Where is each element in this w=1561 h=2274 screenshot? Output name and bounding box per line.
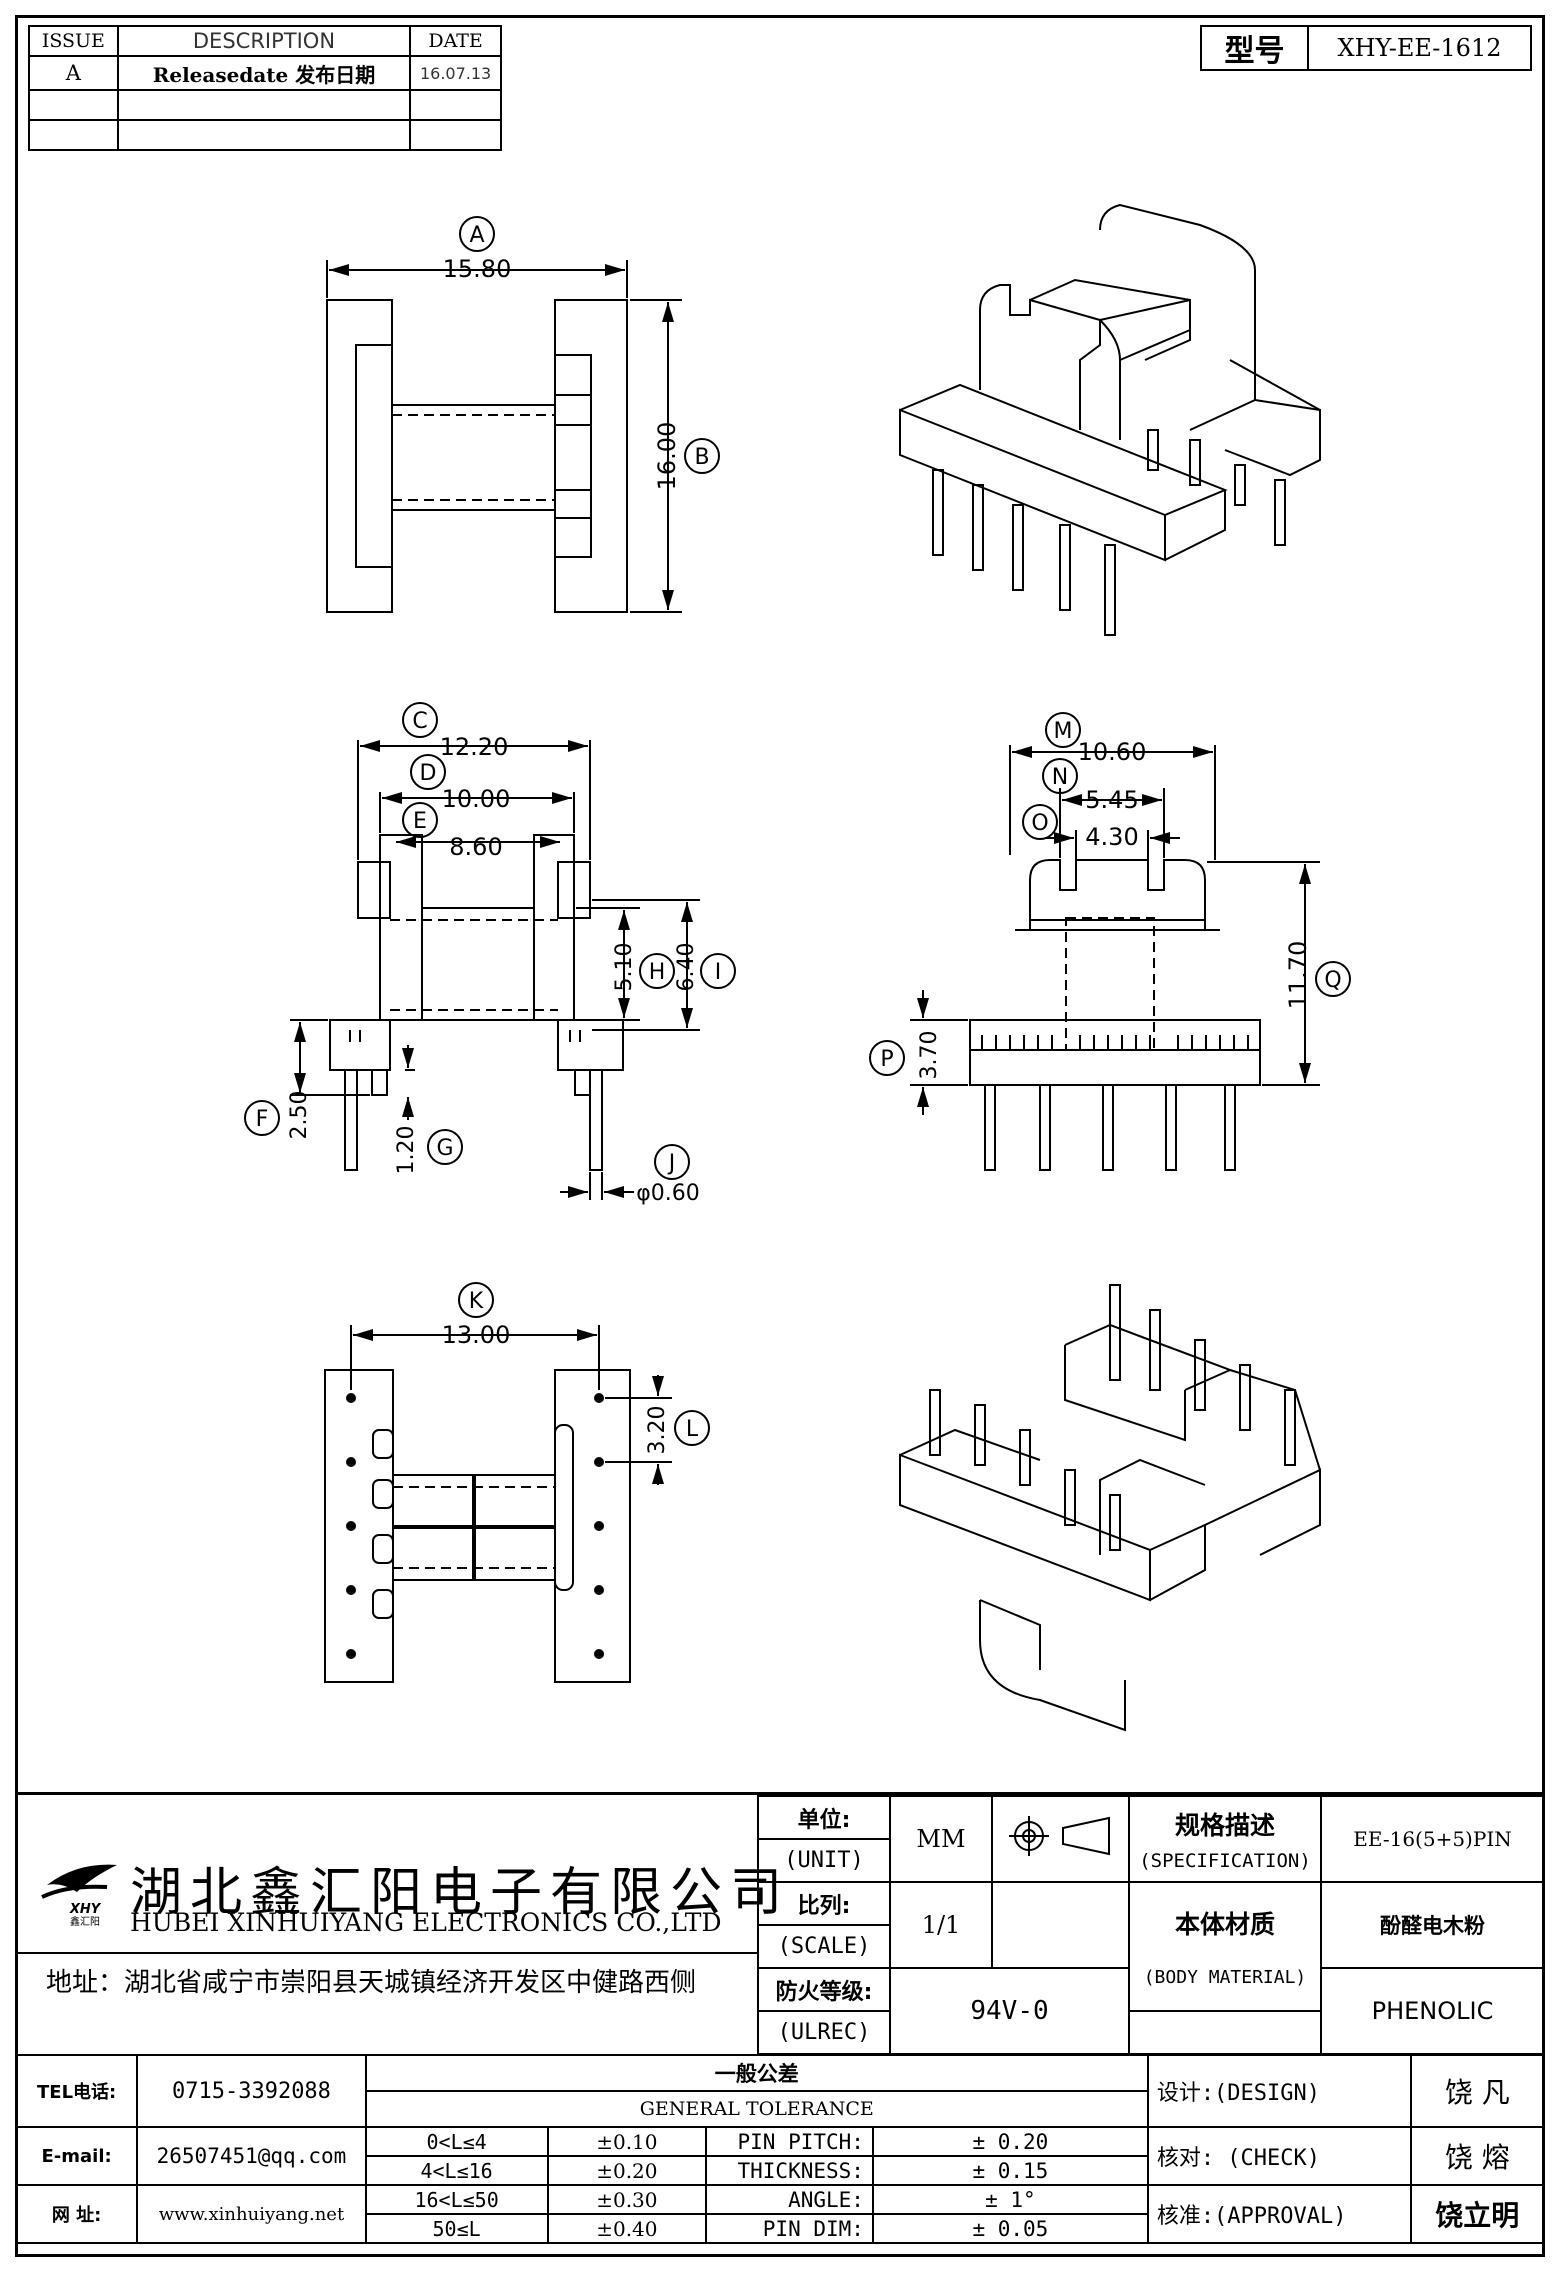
param-name: ANGLE: <box>705 2184 874 2215</box>
param-name: THICKNESS: <box>705 2155 874 2186</box>
ulrec-label-cn: 防火等级: <box>757 1967 891 2012</box>
top-view <box>326 260 682 613</box>
tel-value: 0715-3392088 <box>136 2054 367 2128</box>
tel-label: TEL电话: <box>14 2054 139 2128</box>
web-label: 网 址: <box>14 2184 139 2244</box>
material-label-cn: 本体材质 <box>1174 1910 1275 1939</box>
scale-label-cn: 比列: <box>757 1881 891 1926</box>
design-name: 饶 凡 <box>1409 2054 1546 2128</box>
tol-value: ±0.40 <box>546 2213 708 2244</box>
date-header: DATE <box>409 25 502 57</box>
tolerance-title-cn: 一般公差 <box>364 2054 1149 2092</box>
blank-cell <box>991 1881 1130 1968</box>
date-cell <box>409 89 502 121</box>
email-value: 26507451@qq.com <box>136 2126 367 2186</box>
description-header: DESCRIPTION <box>116 25 412 57</box>
web-value: www.xinhuiyang.net <box>136 2184 367 2244</box>
material-value-en: PHENOLIC <box>1320 1967 1545 2055</box>
spec-table: 单位: MM 规格描述 (SPECIFICATION) EE-16(5+5)PI… <box>757 1795 1545 2055</box>
isometric-view-top <box>899 203 1321 636</box>
logo-text: XHY <box>69 1902 102 1917</box>
description-cell <box>116 89 412 121</box>
side-view <box>910 745 1320 1171</box>
scale-label-en: (SCALE) <box>757 1924 891 1969</box>
drawing-frame <box>15 15 1545 2257</box>
tol-range: 16<L≤50 <box>364 2184 549 2215</box>
tol-range: 4<L≤16 <box>364 2155 549 2186</box>
description-cell <box>116 119 412 151</box>
tol-range: 50≤L <box>364 2213 549 2244</box>
unit-value: MM <box>889 1795 993 1883</box>
check-name: 饶 熔 <box>1409 2126 1546 2186</box>
bottom-table: TEL电话: 0715-3392088 一般公差 设计:(DESIGN) 饶 凡… <box>14 2054 1546 2244</box>
company-address: 地址：湖北省咸宁市崇阳县天城镇经济开发区中健路西侧 <box>46 1968 697 1998</box>
issue-cell <box>28 89 119 121</box>
front-view <box>290 740 700 1200</box>
bottom-view <box>324 1325 672 1683</box>
tol-value: ±0.30 <box>546 2184 708 2215</box>
param-name: PIN DIM: <box>705 2213 874 2244</box>
spec-label-cn: 规格描述 <box>1174 1811 1275 1840</box>
model-box: 型号 XHY-EE-1612 <box>1200 25 1532 71</box>
param-name: PIN PITCH: <box>705 2126 874 2157</box>
tol-value: ±0.20 <box>546 2155 708 2186</box>
param-value: ± 1° <box>871 2184 1149 2215</box>
date-cell: 16.07.13 <box>409 55 502 91</box>
issue-cell <box>28 119 119 151</box>
param-value: ± 0.05 <box>871 2213 1149 2244</box>
param-value: ± 0.20 <box>871 2126 1149 2157</box>
scale-value: 1/1 <box>889 1881 993 1969</box>
material-value-cn: 酚醛电木粉 <box>1320 1881 1545 1969</box>
issue-cell: A <box>28 55 119 91</box>
revision-table: ISSUE DESCRIPTION DATE A Releasedate 发布日… <box>28 25 502 151</box>
logo-sub: 鑫汇阳 <box>70 1915 100 1927</box>
material-label-en: (BODY MATERIAL) <box>1143 1967 1307 1988</box>
blank-cell <box>1128 2011 1322 2055</box>
spec-label-en: (SPECIFICATION) <box>1139 1850 1311 1872</box>
projection-symbol <box>991 1795 1130 1883</box>
check-label: 核对: (CHECK) <box>1146 2126 1412 2186</box>
company-area: XHY 鑫汇阳 <box>15 1795 757 2050</box>
tol-value: ±0.10 <box>546 2126 708 2157</box>
param-value: ± 0.15 <box>871 2155 1149 2186</box>
spec-value: EE-16(5+5)PIN <box>1320 1795 1545 1883</box>
model-label: 型号 <box>1202 27 1309 69</box>
date-cell <box>409 119 502 151</box>
technical-drawing <box>290 203 1321 1732</box>
model-value: XHY-EE-1612 <box>1337 34 1502 62</box>
unit-label-cn: 单位: <box>757 1795 891 1840</box>
issue-header: ISSUE <box>28 25 119 57</box>
address-divider <box>15 1952 757 1954</box>
email-label: E-mail: <box>14 2126 139 2186</box>
first-angle-projection-icon <box>1008 1816 1110 1856</box>
title-block: XHY 鑫汇阳 <box>15 1792 1545 2260</box>
design-label: 设计:(DESIGN) <box>1146 2054 1412 2128</box>
tolerance-title-en: GENERAL TOLERANCE <box>364 2090 1149 2128</box>
tol-range: 0<L≤4 <box>364 2126 549 2157</box>
approval-label: 核准:(APPROVAL) <box>1146 2184 1412 2244</box>
logo-icon: XHY 鑫汇阳 <box>41 1864 117 1928</box>
ulrec-label-en: (ULREC) <box>757 2010 891 2055</box>
company-name-en: HUBEI XINHUIYANG ELECTRONICS CO.,LTD <box>130 1908 722 1937</box>
description-cell: Releasedate 发布日期 <box>116 55 412 91</box>
ulrec-value: 94V-0 <box>889 1967 1130 2055</box>
unit-label-en: (UNIT) <box>757 1838 891 1883</box>
approval-name: 饶立明 <box>1409 2184 1546 2244</box>
company-logo: XHY 鑫汇阳 <box>37 1857 132 1928</box>
isometric-view-bottom <box>899 1284 1321 1732</box>
company-name-cn: 湖北鑫汇阳电子有限公司 <box>130 1863 791 1923</box>
